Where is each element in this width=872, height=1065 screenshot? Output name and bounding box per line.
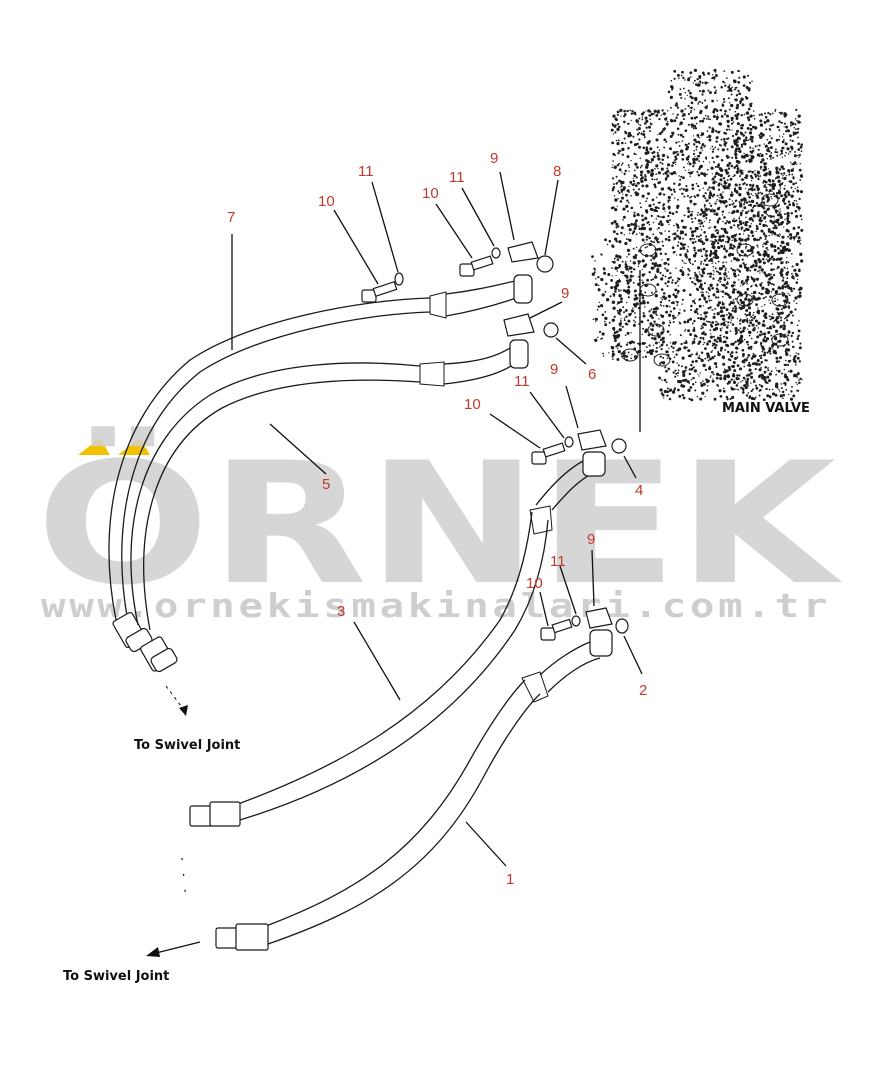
- callout-10-middle: 10: [464, 396, 481, 413]
- hose-1: [215, 629, 613, 951]
- callout-numbers: 7 10 11 10 11 9 8 9 6 5 11 9 10 4 9 11 1…: [227, 150, 647, 888]
- swivel-upper-arrow: [165, 685, 188, 716]
- hose-7: [108, 274, 533, 653]
- hose-1-fitting-top: [589, 629, 613, 657]
- clamp-upper: [507, 241, 539, 263]
- o-ring-8: [536, 255, 554, 273]
- label-main-valve: MAIN VALVE: [722, 401, 810, 416]
- bolt-upper-left: [361, 281, 398, 303]
- hose-3: [189, 451, 606, 827]
- callout-11-upper: 11: [358, 163, 374, 180]
- callout-5: 5: [322, 476, 330, 493]
- bolt-upper-right: [459, 255, 494, 277]
- callout-10-upper: 10: [318, 193, 335, 210]
- callout-2: 2: [639, 682, 647, 699]
- clamp-lower: [577, 429, 607, 451]
- bolt-lower: [540, 618, 573, 641]
- hose-5-end-fitting: [140, 636, 178, 673]
- callout-11-middle: 11: [514, 373, 530, 390]
- hose-3-end-fitting: [189, 805, 213, 827]
- callout-3: 3: [337, 603, 345, 620]
- hose-5: [130, 339, 529, 673]
- callout-6: 6: [588, 366, 596, 383]
- clamp-middle: [503, 313, 535, 337]
- callout-4: 4: [635, 482, 643, 499]
- callout-9-bottom: 9: [587, 531, 595, 548]
- bolt-middle: [531, 442, 566, 465]
- callout-10-second: 10: [422, 185, 439, 202]
- callout-8: 8: [553, 163, 561, 180]
- clamp-bottom: [585, 607, 613, 629]
- callout-1: 1: [506, 871, 514, 888]
- callout-11-lower: 11: [550, 553, 566, 570]
- callout-7: 7: [227, 209, 235, 226]
- hose-1-end-fitting: [215, 927, 239, 949]
- callout-11-second: 11: [449, 169, 465, 186]
- o-ring-2: [615, 618, 629, 634]
- callout-9-middle: 9: [561, 285, 569, 302]
- o-ring-4: [611, 438, 627, 454]
- hose-5-fitting-top: [509, 339, 529, 369]
- washer-lower: [571, 615, 581, 627]
- watermark-url: www.ornekismakinalari.com.tr: [41, 586, 831, 625]
- watermark-accent-left: [78, 438, 110, 455]
- leader-lines: [231, 171, 643, 867]
- washer-upper-right: [491, 247, 501, 259]
- watermark: ÖRNEK www.ornekismakinalari.com.tr: [36, 426, 843, 625]
- callout-10-lower: 10: [526, 575, 543, 592]
- hose-3-fitting-top: [582, 451, 606, 477]
- callout-9-lower: 9: [550, 361, 558, 378]
- main-valve: [591, 68, 804, 402]
- fasteners: [361, 241, 629, 641]
- washer-upper-left: [394, 272, 404, 286]
- swivel-lower-arrow: [146, 857, 201, 957]
- callout-9-upper: 9: [490, 150, 498, 167]
- washer-middle: [564, 436, 574, 448]
- hose-7-fitting-top: [513, 274, 533, 304]
- label-swivel-joint-lower: To Swivel Joint: [63, 969, 169, 984]
- label-swivel-joint-upper: To Swivel Joint: [134, 738, 240, 753]
- o-ring-6: [543, 322, 559, 338]
